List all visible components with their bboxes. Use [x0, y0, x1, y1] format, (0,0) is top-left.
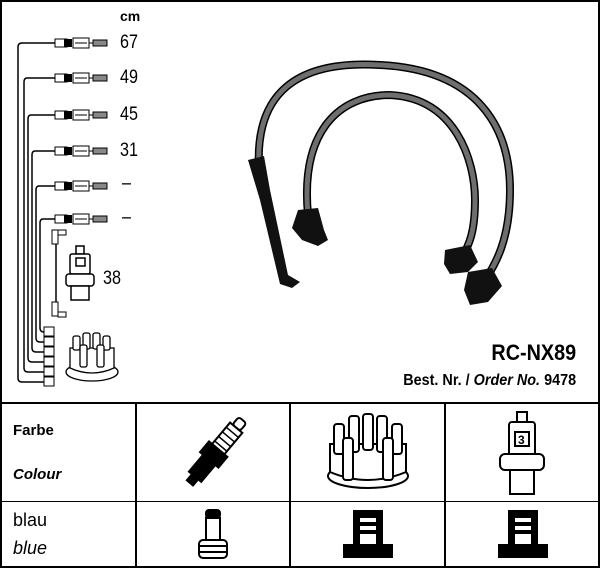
- distributor-cap-icon: [65, 332, 119, 382]
- colour-value-en: blue: [13, 538, 48, 558]
- table-column-divider: [444, 403, 446, 568]
- coil-cable: [51, 229, 67, 318]
- order-label-en: Order No.: [473, 372, 540, 389]
- cable-length-5: –: [122, 173, 131, 194]
- ignition-coil-icon: 3: [499, 411, 545, 495]
- table-top-border: [0, 402, 600, 404]
- coil-cable-length: 38: [103, 268, 121, 289]
- colour-header-de: Farbe: [13, 422, 54, 439]
- spark-plug-boots: [248, 156, 502, 305]
- distributor-terminals: [43, 326, 55, 387]
- ignition-coil-icon: [65, 245, 95, 301]
- order-number-line: Best. Nr. / Order No. 9478: [403, 372, 576, 390]
- order-prefix: Best. Nr. /: [403, 372, 470, 389]
- colour-value-de: blau: [13, 510, 48, 530]
- cable-lines: [17, 42, 55, 383]
- colour-header-en: Colour: [13, 466, 62, 483]
- svg-text:3: 3: [518, 433, 525, 447]
- distributor-cap-icon: [327, 413, 409, 489]
- table-column-divider: [289, 403, 291, 568]
- cable-length-6: –: [122, 207, 131, 228]
- distributor-terminal-icon: [343, 510, 393, 558]
- coil-terminal-icon: [498, 510, 548, 558]
- table-column-divider: [135, 403, 137, 568]
- cable-length-2: 49: [120, 67, 138, 88]
- unit-label: cm: [120, 8, 141, 24]
- cable-length-4: 31: [120, 140, 138, 161]
- cable-illustration: [248, 60, 515, 305]
- cable-length-3: 45: [120, 104, 138, 125]
- spark-plug-connectors: [54, 37, 108, 225]
- product-name: RC-NX89: [491, 340, 576, 365]
- table-row-divider: [0, 501, 600, 502]
- order-number: 9478: [543, 372, 576, 389]
- plug-boot-terminal-icon: [198, 509, 228, 559]
- cable-length-1: 67: [120, 32, 138, 53]
- cable-set-schematic: [17, 37, 119, 387]
- spark-plug-icon: [185, 417, 247, 487]
